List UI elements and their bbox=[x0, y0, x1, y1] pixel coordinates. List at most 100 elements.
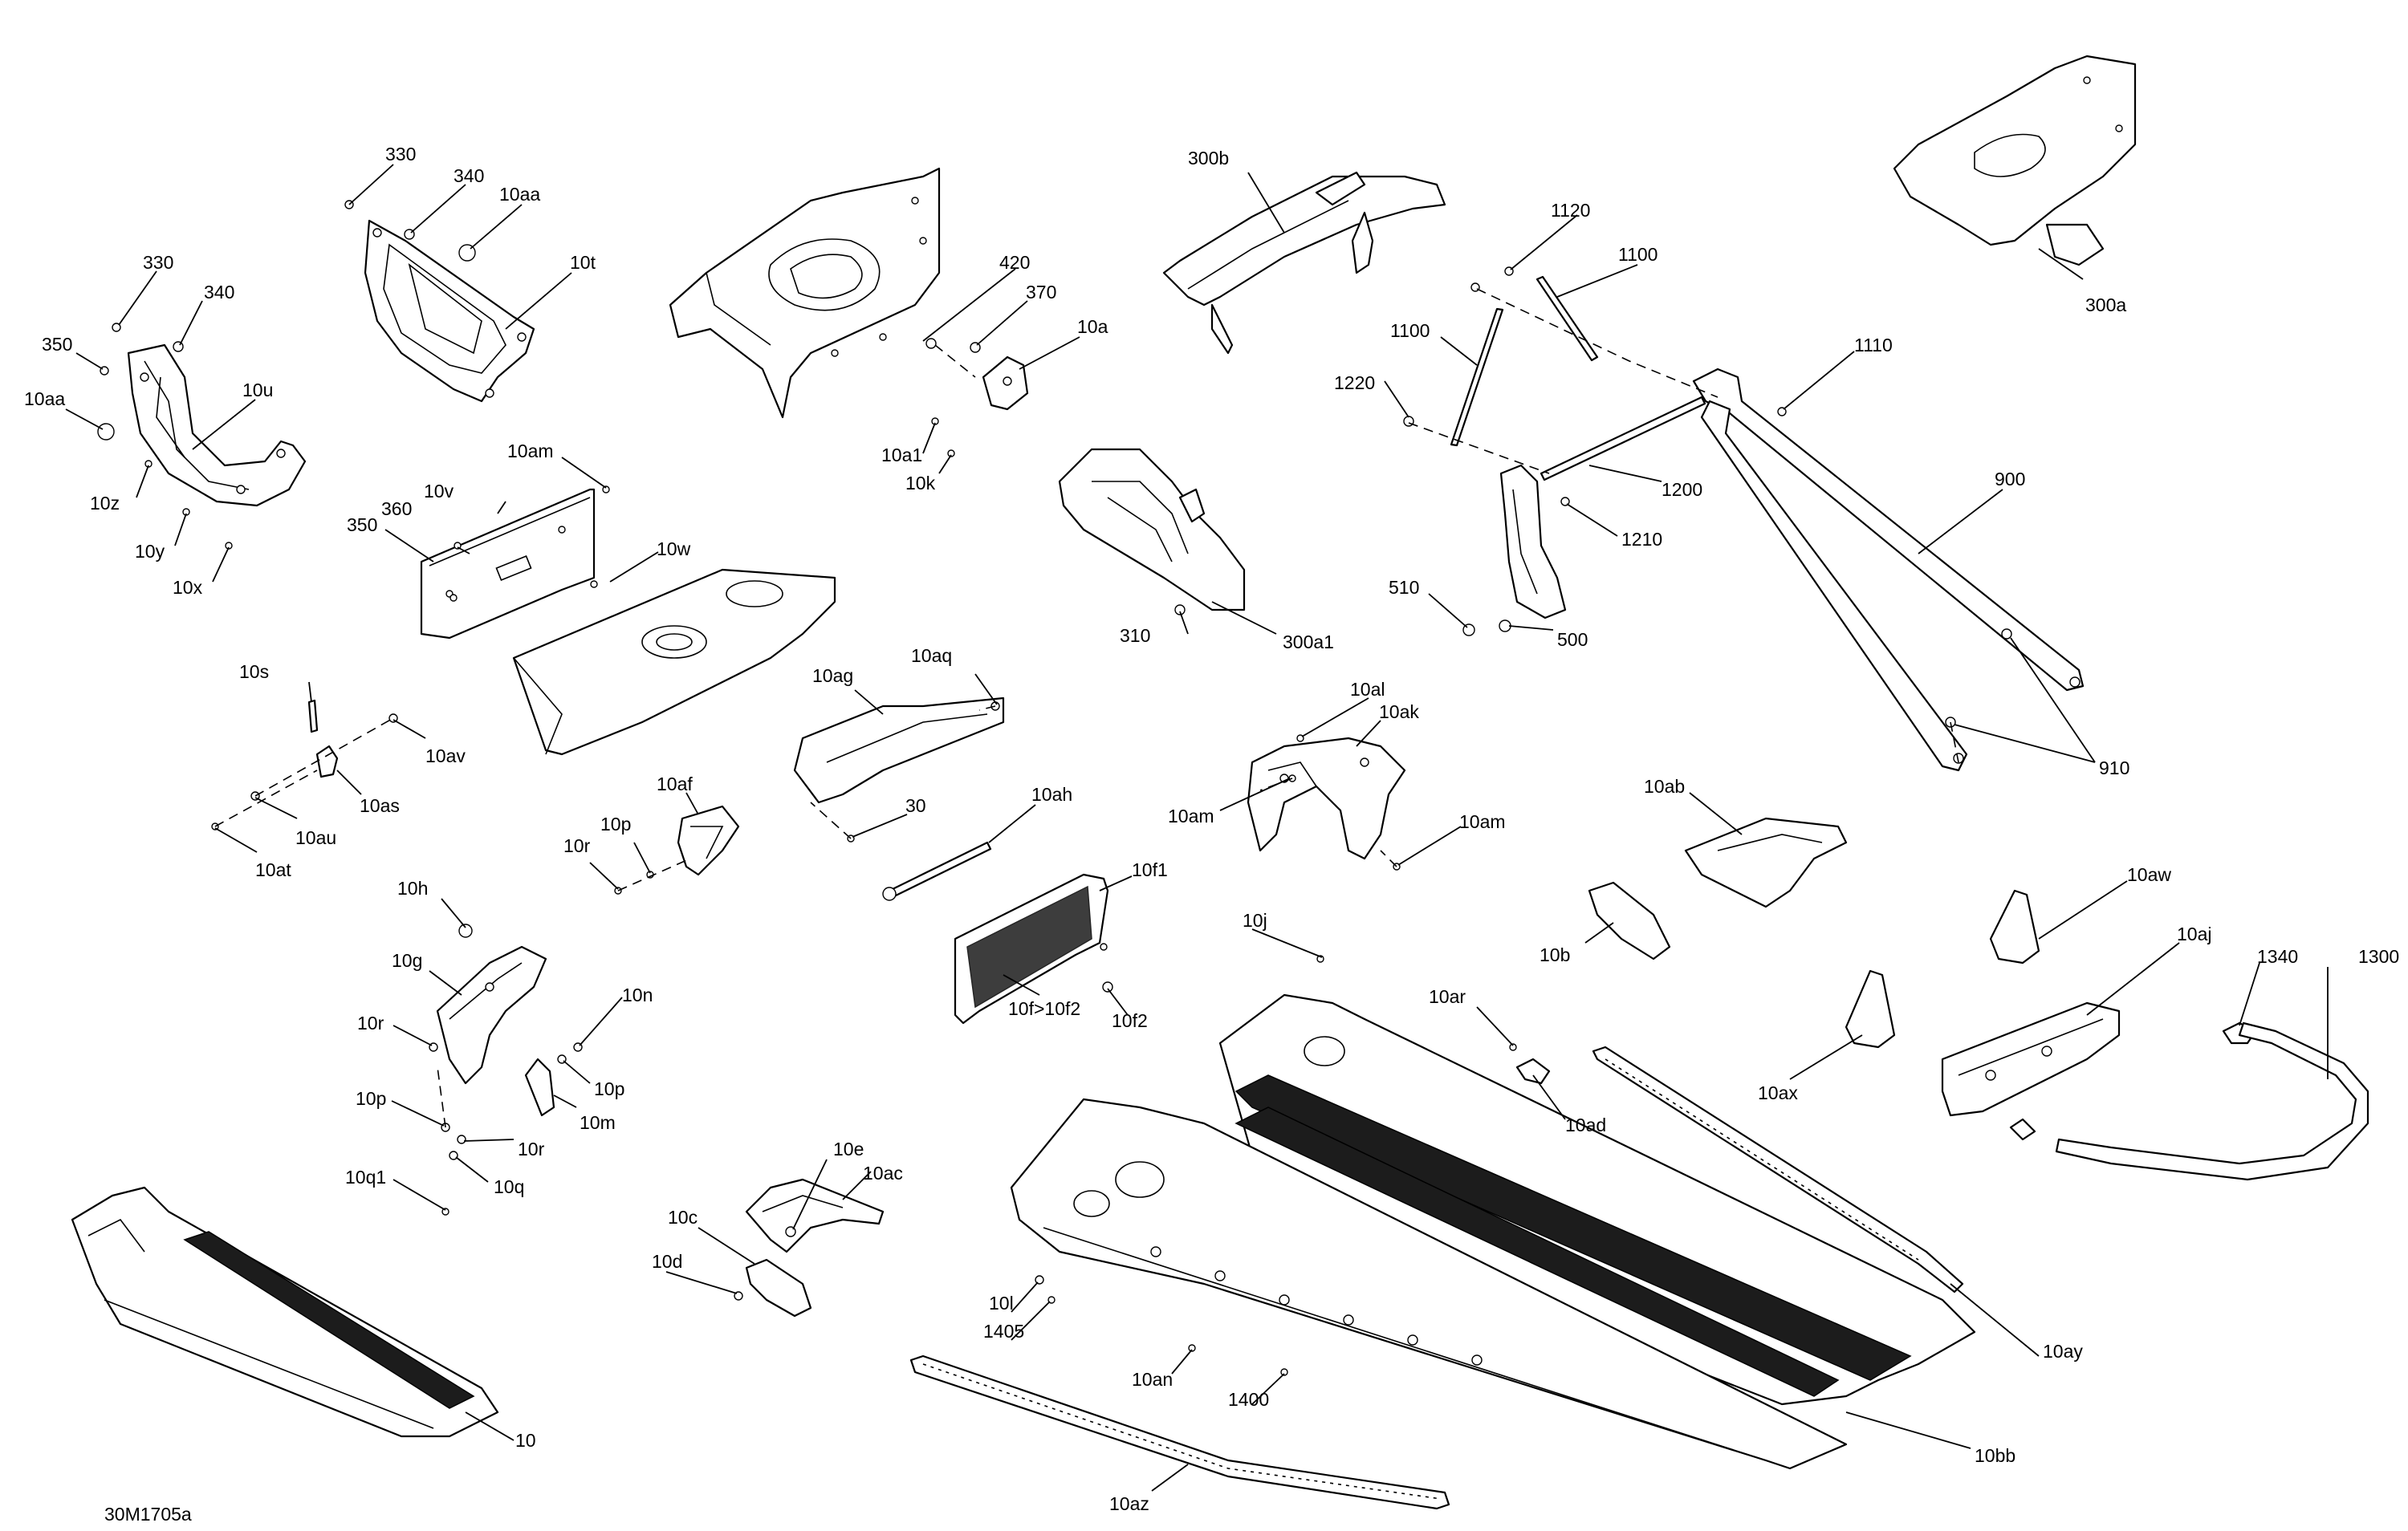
part-main-tunnel bbox=[1010, 993, 1976, 1470]
part-10az-runner bbox=[909, 1354, 1450, 1510]
callout-350: 350 bbox=[42, 334, 72, 355]
part-10ad-bracket bbox=[1515, 1058, 1551, 1085]
callout-350: 350 bbox=[347, 514, 377, 535]
part-10t-bulkhead-frame bbox=[364, 219, 535, 403]
callout-10s: 10s bbox=[239, 661, 269, 682]
callout-10q: 10q bbox=[494, 1176, 524, 1197]
callout-10f1: 10f1 bbox=[1132, 859, 1168, 880]
part-10b-bracket bbox=[1588, 881, 1671, 960]
callout-900: 900 bbox=[1995, 469, 2025, 489]
part-10c-bracket bbox=[745, 1258, 812, 1318]
part-10aj-rear-bracket bbox=[1941, 1001, 2121, 1117]
callout-10av: 10av bbox=[425, 745, 466, 766]
part-10ah-sensor bbox=[882, 841, 992, 901]
callout-10ak: 10ak bbox=[1379, 701, 1419, 722]
callout-1400: 1400 bbox=[1228, 1389, 1269, 1410]
part-1200-rod bbox=[1540, 396, 1706, 481]
callout-10p: 10p bbox=[594, 1078, 624, 1099]
callout-1120: 1120 bbox=[1551, 200, 1590, 221]
callout-1200: 1200 bbox=[1662, 479, 1702, 500]
callout-340: 340 bbox=[454, 165, 484, 186]
callout-500: 500 bbox=[1557, 629, 1588, 650]
callout-10ac: 10ac bbox=[863, 1163, 903, 1184]
callout-420: 420 bbox=[999, 252, 1030, 273]
callout-10y: 10y bbox=[135, 541, 165, 562]
leader-lines bbox=[65, 164, 2329, 1492]
part-10ag-tunnel-plate bbox=[793, 696, 1005, 804]
callout-10q1: 10q1 bbox=[345, 1167, 386, 1188]
callout-10ab: 10ab bbox=[1644, 776, 1685, 797]
callout-10bb: 10bb bbox=[1975, 1445, 2015, 1466]
callout-510: 510 bbox=[1389, 577, 1419, 598]
part-10f1-radiator bbox=[954, 873, 1109, 1025]
callout-1100: 1100 bbox=[1618, 244, 1658, 265]
callout-10e: 10e bbox=[833, 1139, 864, 1159]
callout-10ax: 10ax bbox=[1758, 1082, 1798, 1103]
part-10ak-bracket bbox=[1247, 737, 1406, 860]
part-500-bracket bbox=[1499, 464, 1567, 619]
callout-330: 330 bbox=[385, 144, 416, 164]
callout-10ay: 10ay bbox=[2043, 1341, 2083, 1362]
callout-10an: 10an bbox=[1132, 1369, 1173, 1390]
callout-330: 330 bbox=[143, 252, 173, 273]
callout-labels: 330 340 10aa 10t 330 340 350 10aa 10u 10… bbox=[24, 144, 2399, 1525]
callout-10am: 10am bbox=[507, 441, 554, 461]
callout-10m: 10m bbox=[580, 1112, 616, 1133]
part-10-tunnel-assembly bbox=[71, 1186, 499, 1438]
callout-10aq: 10aq bbox=[911, 645, 952, 666]
callout-360: 360 bbox=[381, 498, 412, 519]
callout-10t: 10t bbox=[570, 252, 596, 273]
part-10u-lower-frame bbox=[127, 343, 307, 507]
part-10v-plate bbox=[420, 488, 596, 640]
part-10aw-bracket bbox=[1989, 889, 2040, 964]
callout-10az: 10az bbox=[1109, 1493, 1149, 1514]
callout-10h: 10h bbox=[397, 878, 428, 899]
callout-300a: 300a bbox=[2085, 294, 2126, 315]
callout-10n: 10n bbox=[622, 985, 653, 1005]
callout-30: 30 bbox=[905, 795, 926, 816]
callout-10r: 10r bbox=[518, 1139, 545, 1159]
callout-10aa: 10aa bbox=[24, 388, 65, 409]
callout-10al: 10al bbox=[1350, 679, 1385, 700]
part-10ac-bracket bbox=[745, 1178, 885, 1253]
callout-340: 340 bbox=[204, 282, 234, 303]
callout-10f-10f2: 10f>10f2 bbox=[1008, 998, 1080, 1019]
callout-10b: 10b bbox=[1540, 944, 1570, 965]
callout-1100: 1100 bbox=[1390, 320, 1430, 341]
part-10ay-runner bbox=[1592, 1046, 1964, 1293]
part-10ax-bracket bbox=[1845, 969, 1896, 1049]
part-300a-rear-frame bbox=[1893, 55, 2137, 266]
part-10af-bracket bbox=[677, 805, 740, 876]
callout-10am: 10am bbox=[1168, 806, 1214, 826]
part-900-tri-brace bbox=[1692, 368, 2085, 772]
callout-10p: 10p bbox=[356, 1088, 386, 1109]
callout-370: 370 bbox=[1026, 282, 1056, 303]
callout-10z: 10z bbox=[90, 493, 120, 514]
callout-10a1: 10a1 bbox=[881, 445, 922, 465]
callout-10a: 10a bbox=[1077, 316, 1108, 337]
callout-1340: 1340 bbox=[2257, 946, 2298, 967]
callout-10w: 10w bbox=[657, 538, 691, 559]
callout-10c: 10c bbox=[668, 1207, 698, 1228]
callout-10aw: 10aw bbox=[2127, 864, 2171, 885]
callout-10v: 10v bbox=[424, 481, 454, 502]
callout-1220: 1220 bbox=[1334, 372, 1375, 393]
callout-10ag: 10ag bbox=[812, 665, 853, 686]
callout-10ah: 10ah bbox=[1031, 784, 1072, 805]
hardware-fasteners bbox=[97, 200, 2012, 1376]
part-10as-bracket bbox=[307, 699, 339, 778]
callout-10: 10 bbox=[515, 1430, 536, 1451]
part-10ab-bracket bbox=[1684, 817, 1848, 908]
callout-10aj: 10aj bbox=[2177, 924, 2211, 944]
callout-10af: 10af bbox=[657, 774, 693, 794]
figure-code: 30M1705a bbox=[104, 1504, 192, 1525]
callout-10u: 10u bbox=[242, 380, 273, 400]
callout-10at: 10at bbox=[255, 859, 291, 880]
callout-10ar: 10ar bbox=[1429, 986, 1466, 1007]
callout-10r: 10r bbox=[357, 1013, 384, 1034]
callout-10j: 10j bbox=[1243, 910, 1267, 931]
callout-1300: 1300 bbox=[2358, 946, 2399, 967]
part-10g-bracket bbox=[436, 945, 547, 1085]
callout-10x: 10x bbox=[173, 577, 203, 598]
